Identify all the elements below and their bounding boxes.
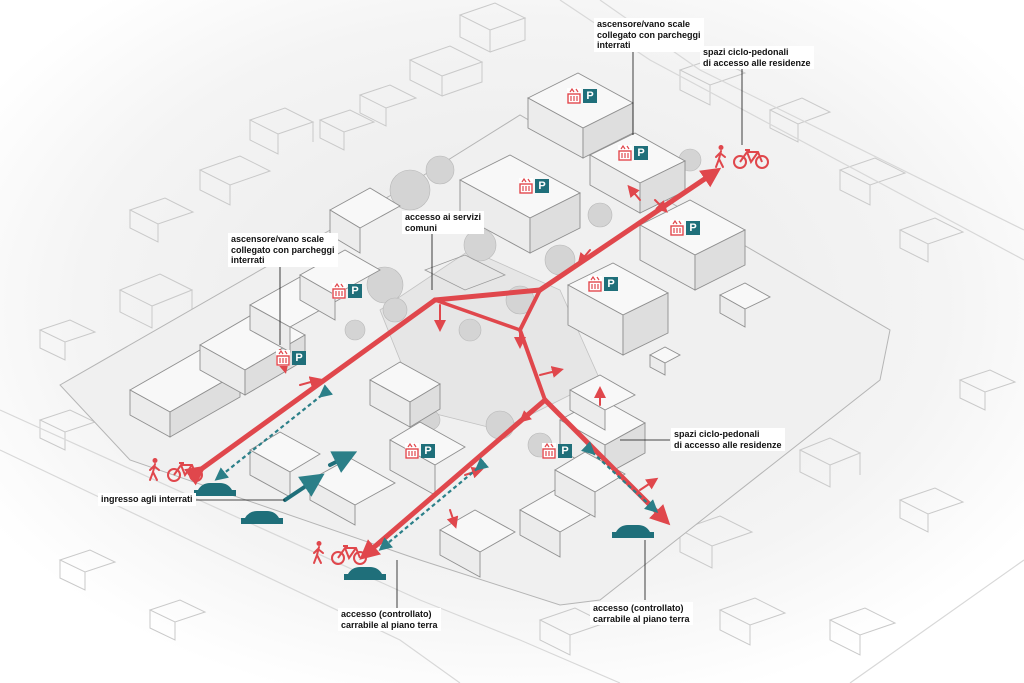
lift-icon <box>567 88 581 104</box>
car-icons <box>194 483 654 580</box>
parking-icon: P <box>583 89 597 103</box>
label-common-services: accesso ai servizi comuni <box>402 211 485 234</box>
parking-icon: P <box>686 221 700 235</box>
label-lift-stair-left: ascensore/vano scale collegato con parch… <box>228 233 338 267</box>
lift-parking-marker: P <box>332 283 362 299</box>
label-underground-entry: ingresso agli interrati <box>98 493 196 506</box>
lift-parking-marker: P <box>542 443 572 459</box>
lift-parking-marker: P <box>670 220 700 236</box>
sports-court <box>424 254 506 291</box>
parking-icon: P <box>348 284 362 298</box>
lift-parking-marker: P <box>618 145 648 161</box>
parking-icon: P <box>292 351 306 365</box>
label-bike-ped-right: spazi ciclo-pedonali di accesso alle res… <box>671 428 785 451</box>
lift-parking-marker: P <box>567 88 597 104</box>
surrounding-buildings <box>38 2 1017 656</box>
car-icon <box>241 511 283 524</box>
car-icon <box>612 525 654 538</box>
lift-icon <box>405 443 419 459</box>
pedestrian-icon <box>313 541 324 564</box>
lift-icon <box>670 220 684 236</box>
lift-icon <box>588 276 602 292</box>
parking-icon: P <box>634 146 648 160</box>
leader-lines <box>185 48 743 610</box>
pedestrian-icon <box>715 145 726 168</box>
lift-parking-marker: P <box>276 350 306 366</box>
label-vehicle-access-right: accesso (controllato) carrabile al piano… <box>590 602 693 625</box>
lift-icon <box>519 178 533 194</box>
parking-icon: P <box>535 179 549 193</box>
pedestrian-bicycle-icons <box>149 458 203 482</box>
label-vehicle-access-bottom: accesso (controllato) carrabile al piano… <box>338 608 441 631</box>
lift-icon <box>618 145 632 161</box>
car-icon <box>194 483 236 496</box>
lift-icon <box>542 443 556 459</box>
pedestrian-bicycle-icons <box>313 541 367 565</box>
lift-parking-marker: P <box>588 276 618 292</box>
parking-icon: P <box>558 444 572 458</box>
lift-icon <box>276 350 290 366</box>
bicycle-icon <box>733 149 769 169</box>
label-lift-stair-top: ascensore/vano scale collegato con parch… <box>594 18 704 52</box>
label-bike-ped-top: spazi ciclo-pedonali di accesso alle res… <box>700 46 814 69</box>
car-icon <box>344 567 386 580</box>
pedestrian-bicycle-icons <box>715 145 769 169</box>
parking-icon: P <box>604 277 618 291</box>
lift-icon <box>332 283 346 299</box>
vehicle-paths <box>214 384 659 551</box>
lift-parking-marker: P <box>405 443 435 459</box>
parking-icon: P <box>421 444 435 458</box>
ramp-arrows <box>283 451 358 502</box>
bicycle-icon <box>167 462 203 482</box>
pedestrian-icon <box>149 458 160 481</box>
lift-parking-marker: P <box>519 178 549 194</box>
bicycle-icon <box>331 545 367 565</box>
